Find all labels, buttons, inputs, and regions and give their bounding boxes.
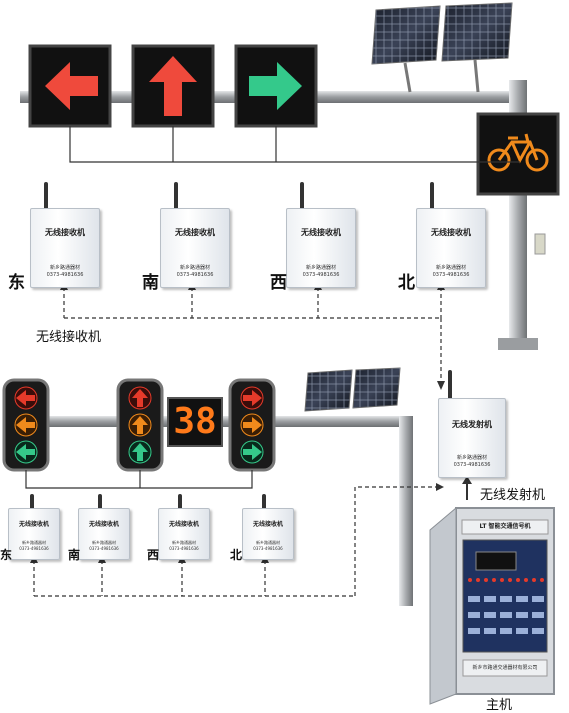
label-south-top: 南	[142, 273, 159, 293]
solar-panel-top-right	[441, 2, 513, 93]
receiver-maker: 新乡路通器材	[179, 265, 210, 271]
signal-head-3-left	[2, 378, 50, 472]
signal-head-3-right	[228, 378, 276, 472]
antenna-west	[300, 182, 304, 212]
caption-transmitter: 无线发射机	[480, 488, 546, 503]
antenna-east	[44, 182, 48, 212]
receiver-phone: 0373-4981636	[89, 546, 119, 551]
receiver-west-bottom: 无线接收机 新乡路通器材 0373-4981636	[158, 508, 210, 560]
bottom-pole	[399, 416, 413, 606]
top-pole-box	[534, 233, 546, 255]
countdown-display	[167, 397, 223, 447]
label-west-bottom: 西	[147, 548, 160, 562]
receiver-east: 无线接收机 新乡路通器材 0373-4981636	[30, 208, 100, 288]
label-east-bottom: 东	[0, 548, 13, 562]
receiver-title: 无线接收机	[431, 227, 471, 237]
label-west-top: 西	[270, 273, 287, 293]
receiver-west: 无线接收机 新乡路通器材 0373-4981636	[286, 208, 356, 288]
solar-panel-top-left	[371, 5, 441, 93]
antenna-west-bottom	[178, 494, 182, 516]
bottom-wire	[25, 470, 253, 489]
receiver-maker: 新乡路通器材	[49, 265, 80, 271]
antenna-north	[430, 182, 434, 212]
receiver-title: 无线接收机	[301, 227, 341, 237]
receiver-maker: 新乡路通器材	[172, 540, 196, 545]
controller-panel-title: LT 智能交通信号机	[479, 523, 531, 530]
signal-head-right-arrow	[234, 44, 318, 128]
bottom-wireless-links	[33, 486, 438, 597]
label-north-top: 北	[398, 273, 415, 293]
receiver-title: 无线接收机	[88, 521, 119, 528]
host-controller-cabinet	[429, 506, 555, 705]
receiver-phone: 0373-4981636	[46, 272, 84, 278]
top-wireless-links	[63, 287, 442, 385]
solar-panel-bottom-left	[304, 369, 353, 412]
solar-panel-bottom-right	[352, 367, 401, 409]
transmitter-title: 无线发射机	[452, 419, 492, 429]
antenna-north-bottom	[262, 494, 266, 516]
caption-host: 主机	[486, 698, 513, 713]
signal-head-left-arrow	[28, 44, 112, 128]
signal-head-bicycle	[476, 112, 560, 196]
receiver-north: 无线接收机 新乡路通器材 0373-4981636	[416, 208, 486, 288]
label-south-bottom: 南	[68, 548, 81, 562]
countdown-value: 38	[173, 401, 217, 442]
receiver-maker: 新乡路通器材	[435, 265, 466, 271]
receiver-phone: 0373-4981636	[169, 546, 199, 551]
receiver-phone: 0373-4981636	[302, 272, 340, 278]
receiver-north-bottom: 无线接收机 新乡路通器材 0373-4981636	[242, 508, 294, 560]
receiver-title: 无线接收机	[252, 521, 283, 528]
transmitter-box: 无线发射机 新乡路通器材 0373-4981636	[438, 398, 506, 478]
receiver-maker: 新乡路通器材	[256, 540, 280, 545]
receiver-phone: 0373-4981636	[176, 272, 214, 278]
transmitter-maker: 新乡路通器材	[456, 455, 487, 461]
receiver-phone: 0373-4981636	[432, 272, 470, 278]
receiver-maker: 新乡路通器材	[305, 265, 336, 271]
receiver-title: 无线接收机	[168, 521, 199, 528]
receiver-south: 无线接收机 新乡路通器材 0373-4981636	[160, 208, 230, 288]
top-pole-base	[498, 338, 538, 350]
antenna-south-bottom	[98, 494, 102, 516]
receiver-title: 无线接收机	[175, 227, 215, 237]
receiver-phone: 0373-4981636	[253, 546, 283, 551]
label-east-top: 东	[8, 273, 25, 293]
label-north-bottom: 北	[230, 548, 243, 562]
receiver-south-bottom: 无线接收机 新乡路通器材 0373-4981636	[78, 508, 130, 560]
signal-head-3-straight	[116, 378, 164, 472]
antenna-south	[174, 182, 178, 212]
receiver-east-bottom: 无线接收机 新乡路通器材 0373-4981636	[8, 508, 60, 560]
receiver-maker: 新乡路通器材	[92, 540, 116, 545]
antenna-transmitter	[448, 370, 452, 402]
signal-head-up-arrow	[131, 44, 215, 128]
receiver-title: 无线接收机	[18, 521, 49, 528]
controller-footer: 新乡市路通交通器材有限公司	[472, 665, 538, 671]
receiver-phone: 0373-4981636	[19, 546, 49, 551]
caption-receivers: 无线接收机	[36, 330, 102, 345]
receiver-title: 无线接收机	[45, 227, 85, 237]
antenna-east-bottom	[30, 494, 34, 516]
receiver-maker: 新乡路通器材	[22, 540, 46, 545]
transmitter-phone: 0373-4981636	[453, 462, 491, 468]
top-wire	[69, 126, 520, 163]
